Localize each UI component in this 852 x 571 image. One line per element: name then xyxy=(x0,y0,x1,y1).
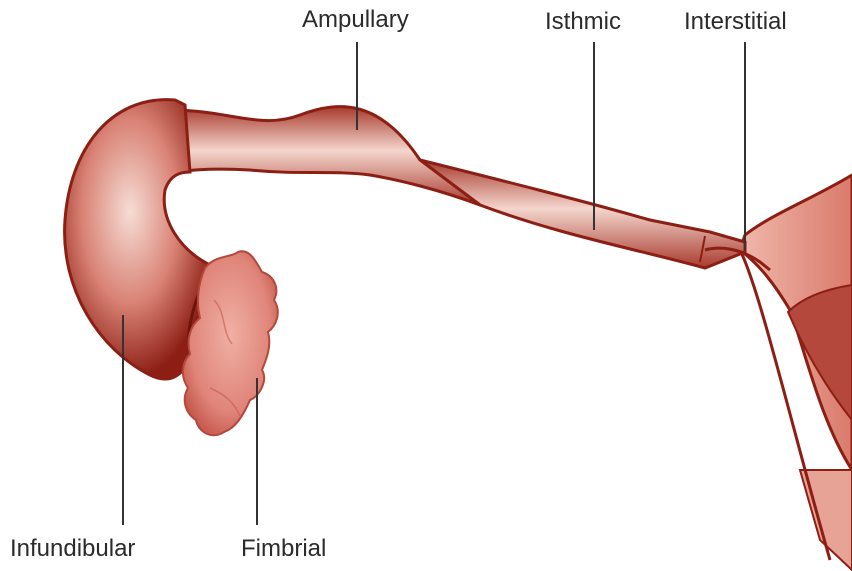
label-ampullary: Ampullary xyxy=(302,8,409,32)
tube-ampullary-segment xyxy=(170,107,480,205)
label-fimbrial: Fimbrial xyxy=(241,537,326,561)
label-infundibular: Infundibular xyxy=(10,537,135,561)
label-isthmic: Isthmic xyxy=(545,10,621,34)
uterus-wall xyxy=(740,175,852,570)
label-interstitial: Interstitial xyxy=(684,10,787,34)
